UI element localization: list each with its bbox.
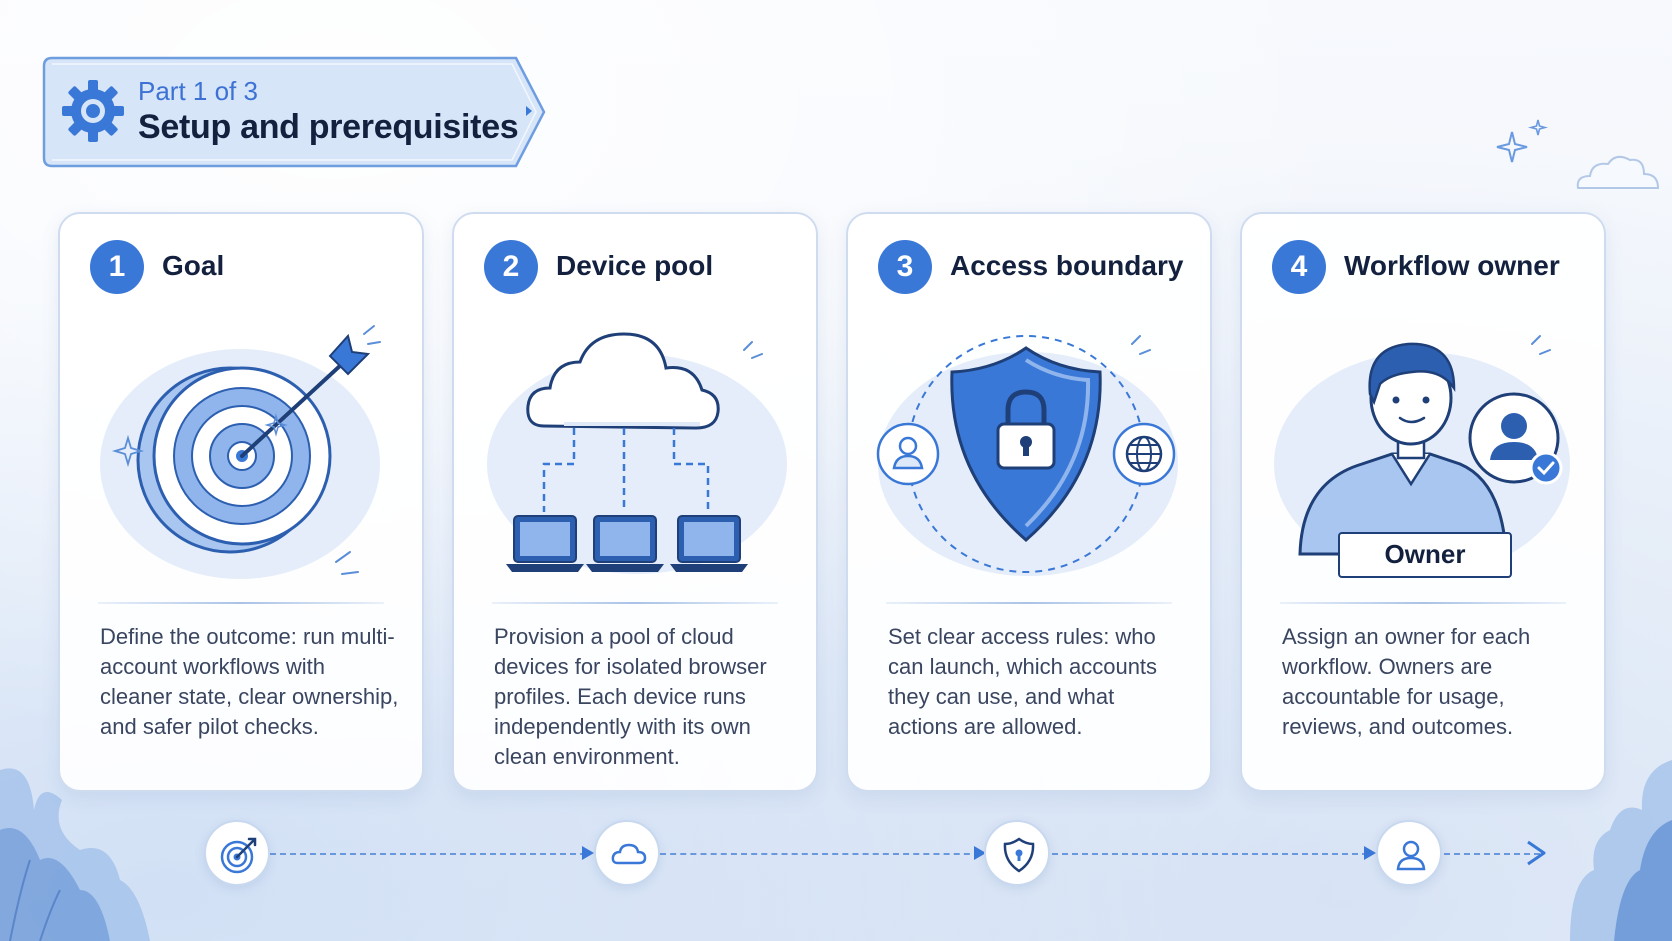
step-card-access-boundary: 3 Access boundary Set clear access rules…: [846, 212, 1212, 792]
cloud-devices-icon: [487, 332, 787, 574]
step-card-device-pool: 2 Device pool Provision a pool of cloud …: [452, 212, 818, 792]
timeline-node-access-boundary: [984, 820, 1050, 886]
arrow-right-icon: [1364, 846, 1376, 860]
step-title: Workflow owner: [1344, 250, 1560, 281]
timeline-node-device-pool: [594, 820, 660, 886]
target-arrow-icon: [100, 325, 381, 579]
step-card-goal: 1 Goal Define the outcome: run multi-acc…: [58, 212, 424, 792]
step-number: 2: [484, 240, 538, 294]
card-divider: [98, 602, 384, 604]
timeline-node-workflow-owner: [1376, 820, 1442, 886]
arrow-right-icon: [582, 846, 594, 860]
shield-icon: [1003, 837, 1035, 873]
sparkle-icon: [1496, 119, 1549, 163]
arrow-right-icon: [974, 846, 986, 860]
step-description: Define the outcome: run multi-account wo…: [100, 624, 399, 739]
card-divider: [492, 602, 778, 604]
cloud-icon: [611, 843, 647, 865]
timeline-connector: [660, 853, 980, 855]
step-description: Set clear access rules: who can launch, …: [888, 624, 1158, 739]
owner-badge: Owner: [1338, 532, 1512, 578]
step-description: Assign an owner for each workflow. Owner…: [1282, 624, 1531, 739]
timeline-connector: [1052, 853, 1368, 855]
card-divider: [1280, 602, 1566, 604]
step-card-workflow-owner: 4 Workflow owner Owner Assign an owner f…: [1240, 212, 1606, 792]
timeline-connector: [270, 853, 586, 855]
arrow-right-icon: [1527, 840, 1546, 866]
step-number: 4: [1272, 240, 1326, 294]
page-title: Setup and prerequisites: [138, 108, 519, 146]
step-title: Device pool: [556, 250, 714, 281]
user-icon: [1396, 840, 1426, 871]
step-number: 1: [90, 240, 144, 294]
step-title: Goal: [162, 250, 225, 281]
target-icon: [220, 837, 257, 874]
timeline-node-goal: [204, 820, 270, 886]
progress-timeline: [0, 820, 1672, 900]
timeline-connector: [1444, 853, 1540, 855]
step-title: Access boundary: [950, 250, 1184, 281]
cloud-decoration-icon: [1576, 155, 1660, 189]
gear-icon: [62, 80, 124, 142]
card-divider: [886, 602, 1172, 604]
shield-lock-icon: [876, 335, 1178, 576]
person-owner-icon: [1274, 335, 1570, 576]
section-header: Part 1 of 3 Setup and prerequisites: [42, 56, 547, 168]
header-kicker: Part 1 of 3: [138, 76, 258, 106]
header-banner: [42, 56, 546, 168]
owner-badge-label: Owner: [1384, 539, 1466, 569]
foliage-left-decoration: [0, 768, 150, 941]
step-number: 3: [878, 240, 932, 294]
chevron-right-icon: [526, 106, 532, 116]
step-description: Provision a pool of cloud devices for is…: [494, 624, 767, 769]
foliage-right-decoration: [1570, 760, 1672, 941]
